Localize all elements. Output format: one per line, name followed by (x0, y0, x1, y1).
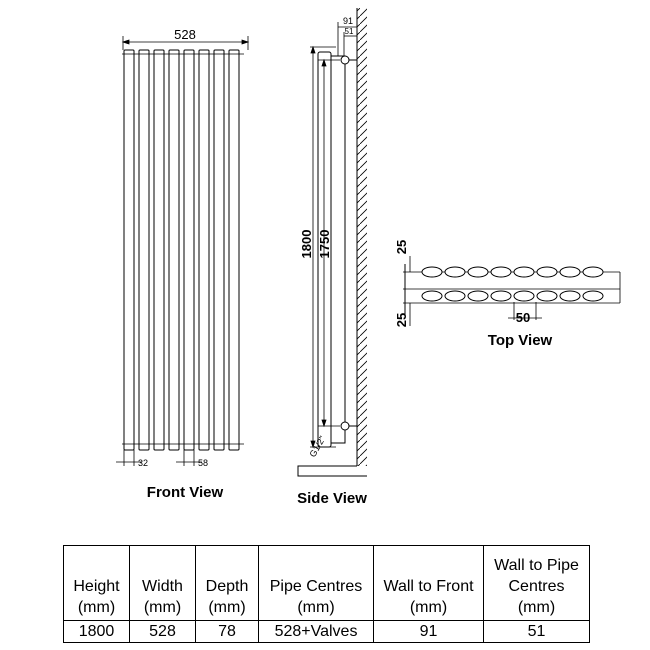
bottom-valve (340, 421, 350, 431)
front-width-dimension (121, 36, 250, 50)
bottom-tube-section (582, 290, 604, 302)
top-tube-section (513, 266, 535, 278)
top-view: 25 25 50 Top View (394, 240, 621, 349)
radiator-tube (213, 49, 225, 451)
value-wall-to-pipe-centres: 51 (483, 620, 590, 643)
radiator-tube (183, 49, 195, 451)
value-pipe-centres: 528+Valves (258, 620, 374, 643)
top-tube-section (559, 266, 581, 278)
bottom-tube-section (513, 290, 535, 302)
header-width: Width (mm) (129, 545, 196, 621)
front-tubes (123, 49, 240, 451)
value-wall-to-front: 91 (373, 620, 484, 643)
value-depth: 78 (195, 620, 259, 643)
top-valve (340, 55, 350, 65)
radiator-tube (138, 49, 150, 451)
side-view-title: Side View (297, 490, 367, 507)
header-height: Height (mm) (63, 545, 130, 621)
bottom-tube-section (490, 290, 512, 302)
front-width-dim-label: 528 (174, 27, 196, 42)
header-wall-to-front: Wall to Front (mm) (373, 545, 484, 621)
top-lower-gap-dim: 25 (394, 313, 409, 327)
side-height-dimensions (310, 45, 340, 449)
top-tube-section (490, 266, 512, 278)
specs-header-row: Height (mm) Width (mm) Depth (mm) Pipe C… (63, 545, 590, 621)
header-pipe-centres: Pipe Centres (mm) (258, 545, 374, 621)
top-tube-section (467, 266, 489, 278)
bottom-tube-section (421, 290, 443, 302)
radiator-tube (168, 49, 180, 451)
bottom-tube-section (559, 290, 581, 302)
floor-outline (297, 465, 367, 477)
bottom-tube-section (536, 290, 558, 302)
bottom-tube-section (444, 290, 466, 302)
top-tube-section (582, 266, 604, 278)
top-tube-section (421, 266, 443, 278)
specs-table: Height (mm) Width (mm) Depth (mm) Pipe C… (63, 545, 590, 643)
bottom-tube-section (467, 290, 489, 302)
radiator-tube (198, 49, 210, 451)
wall-hatching (357, 8, 367, 466)
value-height: 1800 (63, 620, 130, 643)
top-tube-pitch-dim: 50 (516, 310, 530, 325)
technical-drawing: 528 32 58 Front View (116, 8, 621, 507)
header-depth: Depth (mm) (195, 545, 259, 621)
side-height-dim: 1800 (299, 230, 314, 259)
top-tube-section (444, 266, 466, 278)
top-upper-gap-dim: 25 (394, 240, 409, 254)
wall-to-front-dim: 91 (343, 16, 353, 26)
front-tube-width-dim: 58 (198, 458, 208, 468)
specs-value-row: 1800 528 78 528+Valves 91 51 (63, 620, 590, 643)
top-tube-section (536, 266, 558, 278)
radiator-tube (123, 49, 135, 451)
front-tube-spacing-dim: 32 (138, 458, 148, 468)
radiator-tube (153, 49, 165, 451)
radiator-tube (228, 49, 240, 451)
top-view-title: Top View (488, 332, 553, 349)
front-view: 528 32 58 Front View (116, 27, 250, 501)
side-view: 91 51 1800 1750 G1/2" Side View (297, 8, 367, 507)
value-width: 528 (129, 620, 196, 643)
side-pipe-height-dim: 1750 (317, 230, 332, 259)
top-view-tubes (421, 266, 604, 302)
side-depth-dimensions (337, 22, 357, 62)
front-view-title: Front View (147, 484, 224, 501)
wall-to-pipe-dim: 51 (345, 27, 354, 36)
header-wall-to-pipe-centres: Wall to Pipe Centres (mm) (483, 545, 590, 621)
